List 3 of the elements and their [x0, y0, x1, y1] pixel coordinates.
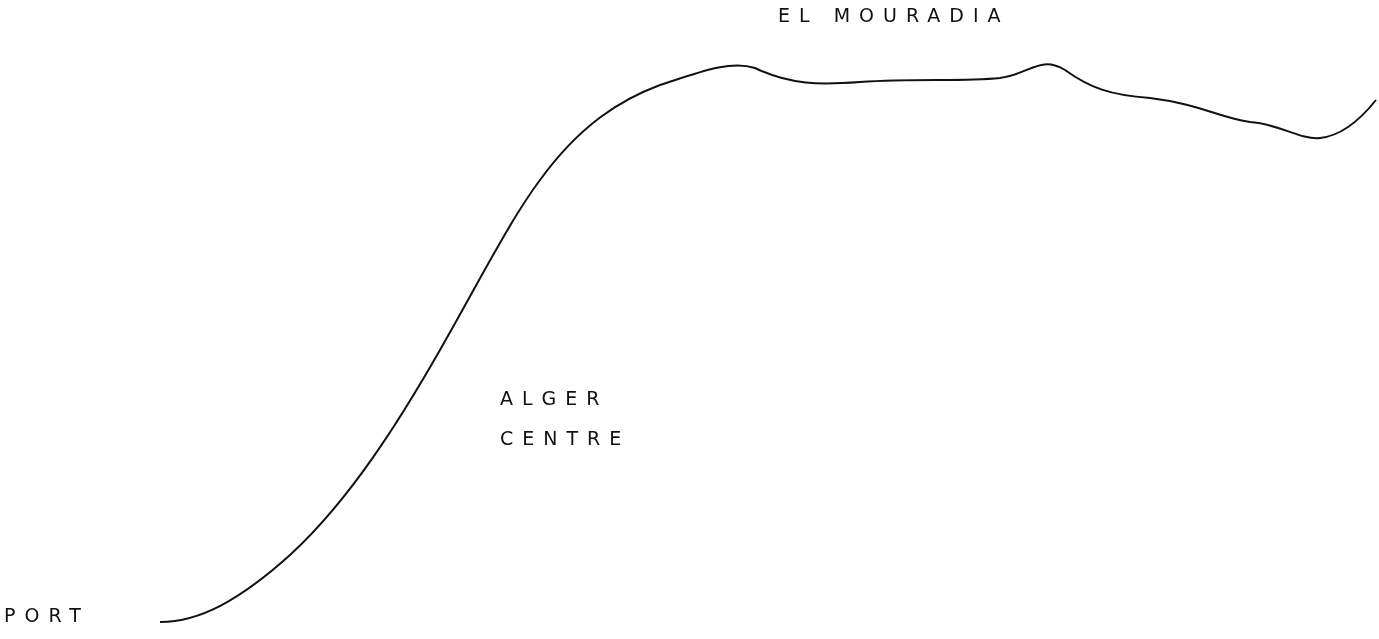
place-label: ALGER CENTRE [500, 386, 632, 451]
place-label: EL MOURADIA [778, 4, 1010, 26]
place-label: PORT [4, 604, 90, 626]
